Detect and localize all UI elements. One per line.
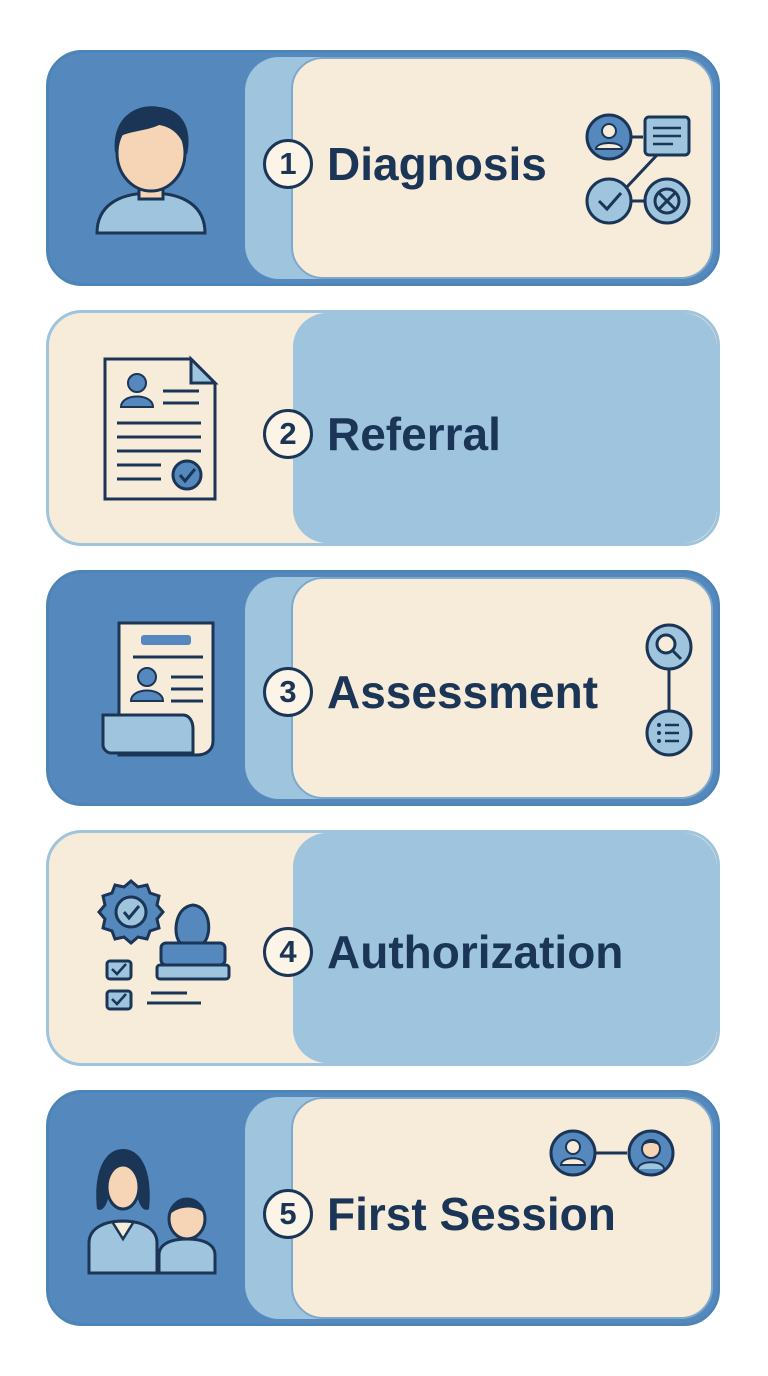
assessment-form-icon: [99, 619, 219, 759]
step-card-first-session: 5 First Session: [46, 1090, 720, 1326]
step-label: Authorization: [327, 926, 624, 978]
step-card-assessment: 3 Assessment: [46, 570, 720, 806]
child-avatar-icon: [89, 97, 213, 239]
card-panel: [293, 313, 717, 543]
therapist-and-child-icon: [83, 1143, 233, 1277]
search-list-connector-icon: [643, 623, 695, 759]
step-card-referral: 2 Referral: [46, 310, 720, 546]
decision-flow-icon: [581, 111, 693, 225]
step-number: 5: [263, 1189, 313, 1239]
card-panel: [291, 577, 713, 799]
card-panel: [293, 833, 717, 1063]
step-number: 4: [263, 927, 313, 977]
two-people-connection-icon: [547, 1127, 679, 1179]
step-label: Referral: [327, 408, 501, 460]
step-card-authorization: 4 Authorization: [46, 830, 720, 1066]
step-label: Diagnosis: [327, 138, 547, 190]
step-label: Assessment: [327, 666, 599, 718]
step-card-diagnosis: 1 Diagnosis: [46, 50, 720, 286]
card-panel: [291, 57, 713, 279]
step-number: 1: [263, 139, 313, 189]
step-number: 3: [263, 667, 313, 717]
step-number: 2: [263, 409, 313, 459]
referral-document-icon: [101, 355, 219, 503]
step-label: First Session: [327, 1188, 616, 1240]
approval-stamp-icon: [97, 879, 237, 1021]
